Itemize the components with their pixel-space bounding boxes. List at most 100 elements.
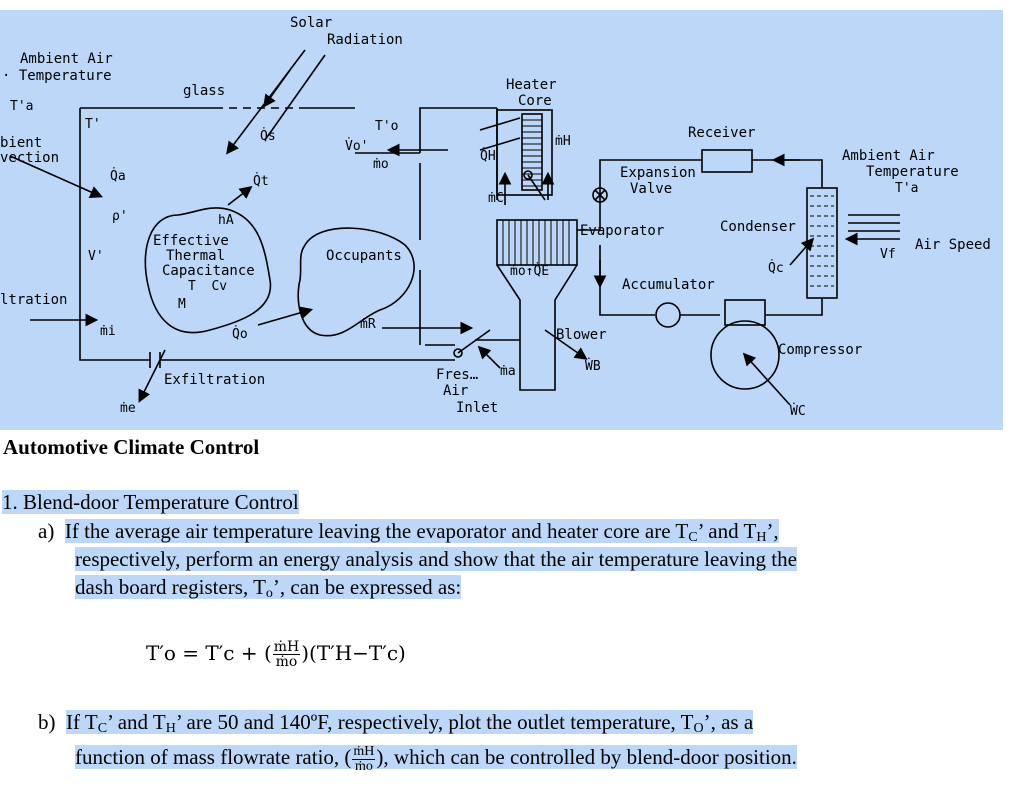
- thermal-capacitance-blob: [144, 207, 272, 334]
- label-expansion: Expansion: [620, 165, 696, 181]
- item-a-line-2: respectively, perform an energy analysis…: [75, 547, 797, 571]
- sym-mc: ṁC: [488, 191, 504, 206]
- blower-arrow: [544, 329, 588, 360]
- label-thermal: Thermal: [166, 248, 226, 264]
- label-radiation: Radiation: [327, 32, 403, 48]
- sym-ta-left: T'a: [10, 99, 34, 114]
- label-valve: Valve: [630, 181, 673, 197]
- label-exfiltration: Exfiltration: [164, 372, 266, 388]
- compressor-symbol: [710, 320, 780, 390]
- sym-qs: Q̇s: [260, 129, 276, 144]
- sym-mo: ṁo: [373, 157, 389, 172]
- label-ambient-convection-2: vection: [0, 150, 60, 166]
- condenser-outlet: [765, 298, 823, 316]
- item-a-line-3: dash board registers, To’, can be expres…: [75, 575, 462, 601]
- blend-door-pivot: [523, 170, 533, 180]
- qs-arrow: [263, 69, 291, 108]
- label-air-speed: Air Speed: [915, 237, 991, 253]
- fresh-air-duct: [425, 344, 455, 361]
- sym-qa: Q̇a: [110, 169, 126, 184]
- sym-mh: ṁH: [555, 134, 571, 149]
- sym-ta-right: T'a: [895, 181, 919, 196]
- cabin-left-wall: [79, 108, 150, 361]
- label-ambient-air-left: Ambient Air: [20, 51, 113, 67]
- sym-qc: Q̇c: [768, 261, 784, 276]
- label-air: Air: [443, 383, 469, 399]
- hvac-system-diagram: Solar Radiation Ambient Air · Temperatur…: [0, 10, 1003, 430]
- sym-to: T'o: [375, 119, 399, 134]
- evaporator-fins: [502, 220, 570, 265]
- label-heater: Heater: [506, 77, 557, 93]
- label-core: Core: [518, 93, 552, 109]
- qo-arrow: [257, 306, 314, 326]
- heater-core-box: [496, 109, 553, 196]
- sym-mr: ṁR: [360, 317, 376, 332]
- sym-t-cv: T Cv: [188, 279, 228, 294]
- ma-arrow: [477, 345, 501, 369]
- sym-qh: Q̇H: [480, 149, 496, 164]
- sym-rho: ρ': [112, 209, 128, 224]
- hvac-schematic-lines: [9, 49, 900, 406]
- blower-housing: [496, 264, 578, 391]
- sym-mo-qe: ṁo↑Q̇E: [510, 264, 550, 279]
- sym-v-prime: V': [88, 249, 104, 264]
- label-compressor: Compressor: [778, 342, 863, 358]
- sym-ma: ṁa: [500, 364, 516, 379]
- sym-wc: ẆC: [790, 404, 806, 419]
- solar-arrow-2: [264, 54, 326, 141]
- convection-arrow: [9, 155, 103, 198]
- label-ambient-air-right: Ambient Air: [842, 148, 935, 164]
- receiver-to-condenser: [752, 159, 823, 188]
- sym-mi: ṁi: [100, 324, 116, 339]
- item-b-line-1: b) If TC’ and TH’ are 50 and 140ºF, resp…: [38, 710, 754, 736]
- item-1-heading: 1. Blend-door Temperature Control: [2, 490, 299, 514]
- exfiltration-gap: [149, 352, 161, 368]
- label-temperature-right: Temperature: [866, 164, 959, 180]
- label-occupants: Occupants: [326, 248, 402, 264]
- sym-m: M: [178, 297, 186, 312]
- exfiltration-arrow: [138, 349, 166, 403]
- qc-arrow: [789, 237, 815, 266]
- receiver-box: [701, 149, 753, 173]
- label-accumulator: Accumulator: [622, 277, 715, 293]
- label-solar: Solar: [290, 15, 333, 31]
- heater-core-inlet: [479, 117, 521, 151]
- document-title: Automotive Climate Control: [3, 435, 260, 459]
- fresh-air-door: [457, 329, 491, 354]
- label-temperature-left: · Temperature: [2, 68, 112, 84]
- sym-ha: hA: [218, 213, 234, 228]
- blend-door: [527, 174, 546, 201]
- sym-qo: Q̇o: [232, 327, 248, 342]
- item-a-line-1: a) If the average air temperature leavin…: [38, 519, 779, 545]
- label-receiver: Receiver: [688, 125, 756, 141]
- accumulator-symbol: [655, 302, 681, 328]
- label-ambient-convection-1: bient: [0, 135, 43, 151]
- label-evaporator: Evaporator: [580, 223, 665, 239]
- condenser-box: [806, 187, 838, 299]
- label-effective: Effective: [153, 233, 229, 249]
- condenser-lines: [810, 195, 834, 287]
- fresh-air-valve: [453, 348, 463, 358]
- sym-vf: Vf: [880, 247, 896, 262]
- compressor-top: [724, 299, 766, 326]
- expansion-valve-cross: [594, 189, 606, 201]
- label-capacitance: Capacitance: [162, 263, 255, 279]
- sym-wb: ẆB: [585, 359, 601, 374]
- sym-qt: Q̇t: [253, 174, 269, 189]
- compressor-arrow: [742, 352, 791, 406]
- occupants-blob: [297, 227, 415, 337]
- qt-arrow: [227, 186, 253, 206]
- sym-vo: V̇o': [345, 139, 369, 154]
- label-fresh: Fres…: [436, 367, 479, 383]
- evaporator-box: [496, 219, 578, 266]
- label-infiltration: ltration: [0, 292, 68, 308]
- label-glass: glass: [183, 83, 226, 99]
- label-blower: Blower: [556, 327, 607, 343]
- label-condenser: Condenser: [720, 219, 796, 235]
- air-speed-arrows: [848, 214, 900, 239]
- sym-t-prime: T': [85, 117, 101, 132]
- label-inlet: Inlet: [456, 400, 499, 416]
- sym-me: ṁe: [120, 401, 136, 416]
